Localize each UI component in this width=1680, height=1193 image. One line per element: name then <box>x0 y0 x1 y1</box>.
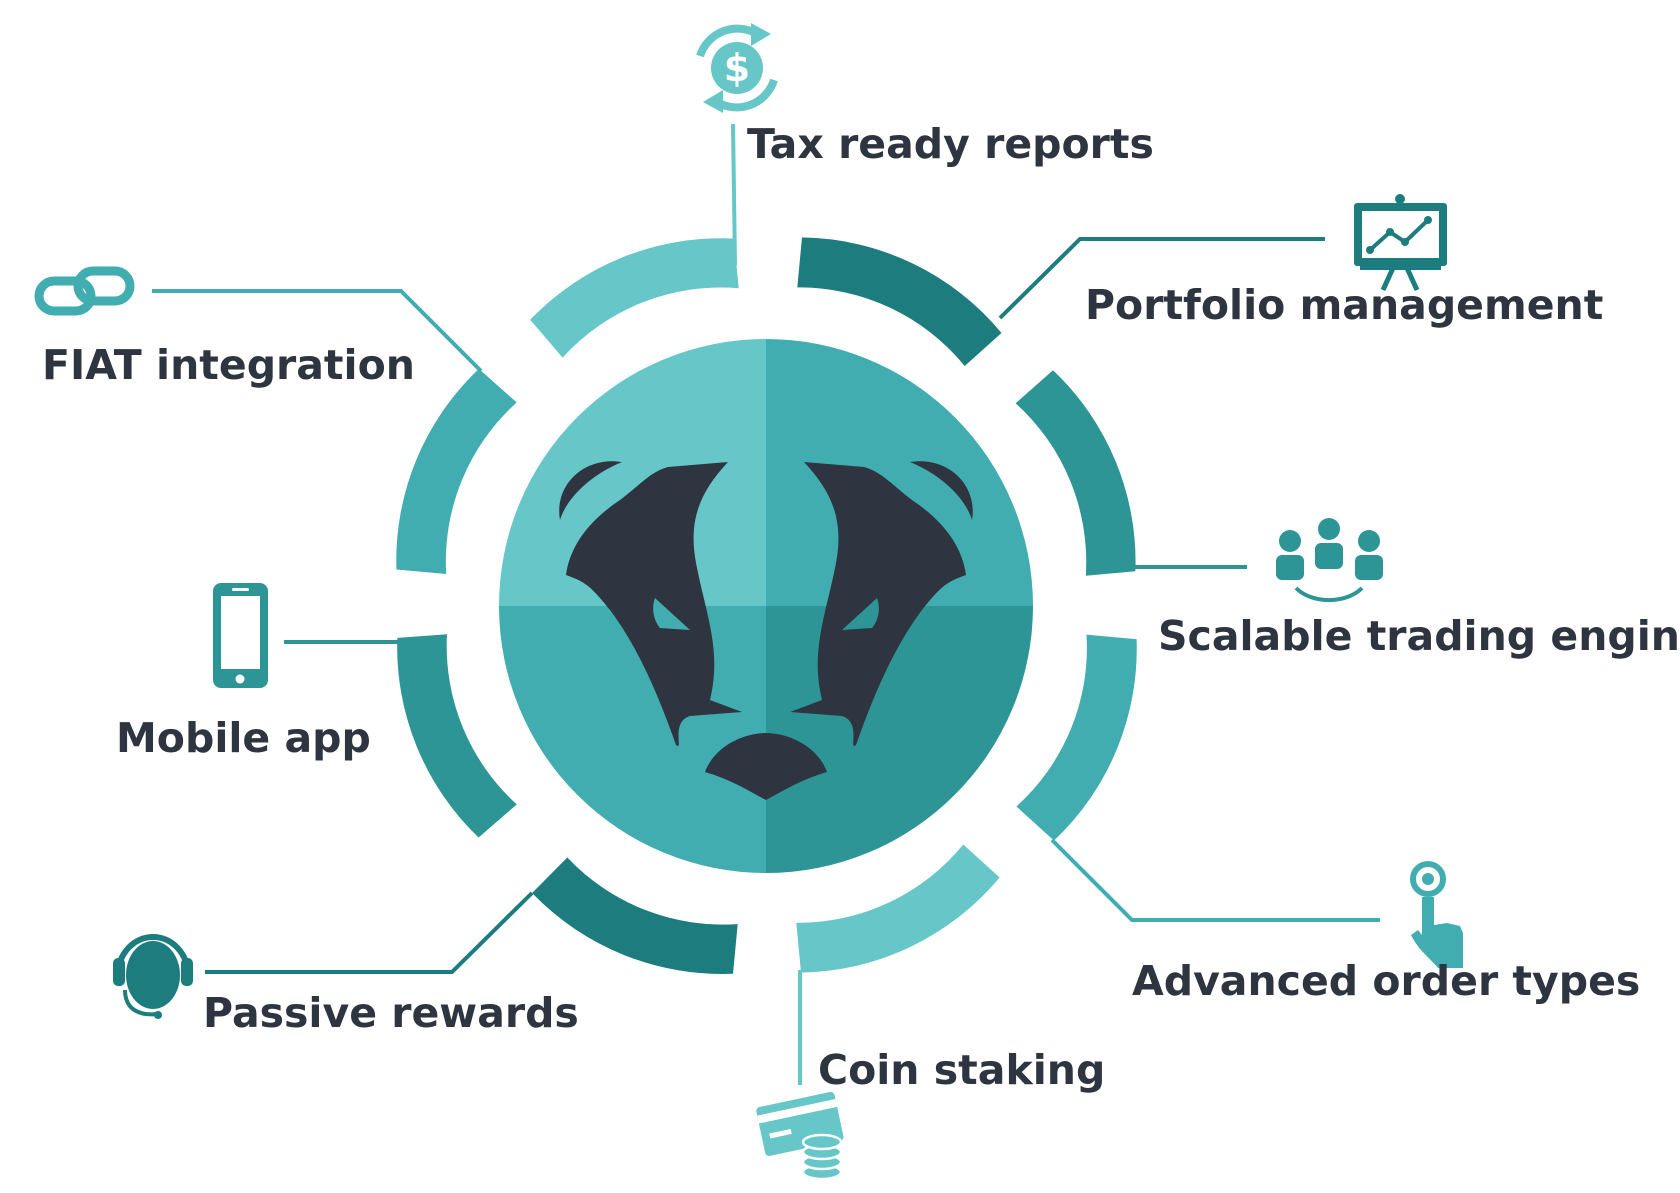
ring <box>396 237 1137 975</box>
headset-person-icon <box>113 934 193 1019</box>
smartphone-icon <box>213 583 268 688</box>
tap-finger-icon <box>1410 861 1463 968</box>
ring-segment-advanced-order-types <box>1016 634 1137 841</box>
team-network-icon <box>1276 518 1383 603</box>
label-tax-ready-reports: Tax ready reports <box>747 120 1154 168</box>
svg-text:$: $ <box>724 46 750 90</box>
ring-segment-mobile-app <box>397 634 517 838</box>
disc-quadrant-bottom-right <box>766 606 1033 873</box>
connector-fiat-integration <box>152 289 483 373</box>
card-coins-icon <box>756 1091 844 1181</box>
badger-eyes <box>653 598 879 630</box>
disc-quadrant-top-right <box>766 339 1033 606</box>
label-fiat-integration: FIAT integration <box>42 341 415 389</box>
label-mobile-app: Mobile app <box>116 714 371 762</box>
disc-quadrant-bottom-left <box>499 606 766 873</box>
ring-segment-portfolio-management <box>797 237 1002 366</box>
label-coin-staking: Coin staking <box>818 1046 1106 1094</box>
ring-segment-coin-staking <box>796 844 1000 973</box>
badger-eye-left <box>653 598 690 630</box>
label-passive-rewards: Passive rewards <box>203 989 579 1037</box>
connectors <box>152 123 1380 1085</box>
connector-portfolio-management <box>998 237 1325 320</box>
label-scalable-trading-engine: Scalable trading engine <box>1158 612 1680 660</box>
connector-passive-rewards <box>205 891 534 974</box>
chart-easel-icon <box>1354 194 1447 292</box>
label-portfolio-management: Portfolio management <box>1085 281 1604 329</box>
dollar-cycle-icon: $ <box>696 23 778 113</box>
ring-segment-tax-ready-reports <box>530 238 739 358</box>
connector-advanced-order-types <box>1050 838 1380 922</box>
ring-segment-fiat-integration <box>396 368 517 574</box>
disc-quadrant-top-left <box>499 339 766 606</box>
connector-tax-ready-reports <box>731 123 737 266</box>
chain-link-icon <box>34 266 135 316</box>
badger-eye-right <box>842 598 879 630</box>
label-advanced-order-types: Advanced order types <box>1132 957 1641 1005</box>
ring-segment-passive-rewards <box>532 857 738 975</box>
ring-segment-scalable-trading-engine <box>1015 370 1136 576</box>
